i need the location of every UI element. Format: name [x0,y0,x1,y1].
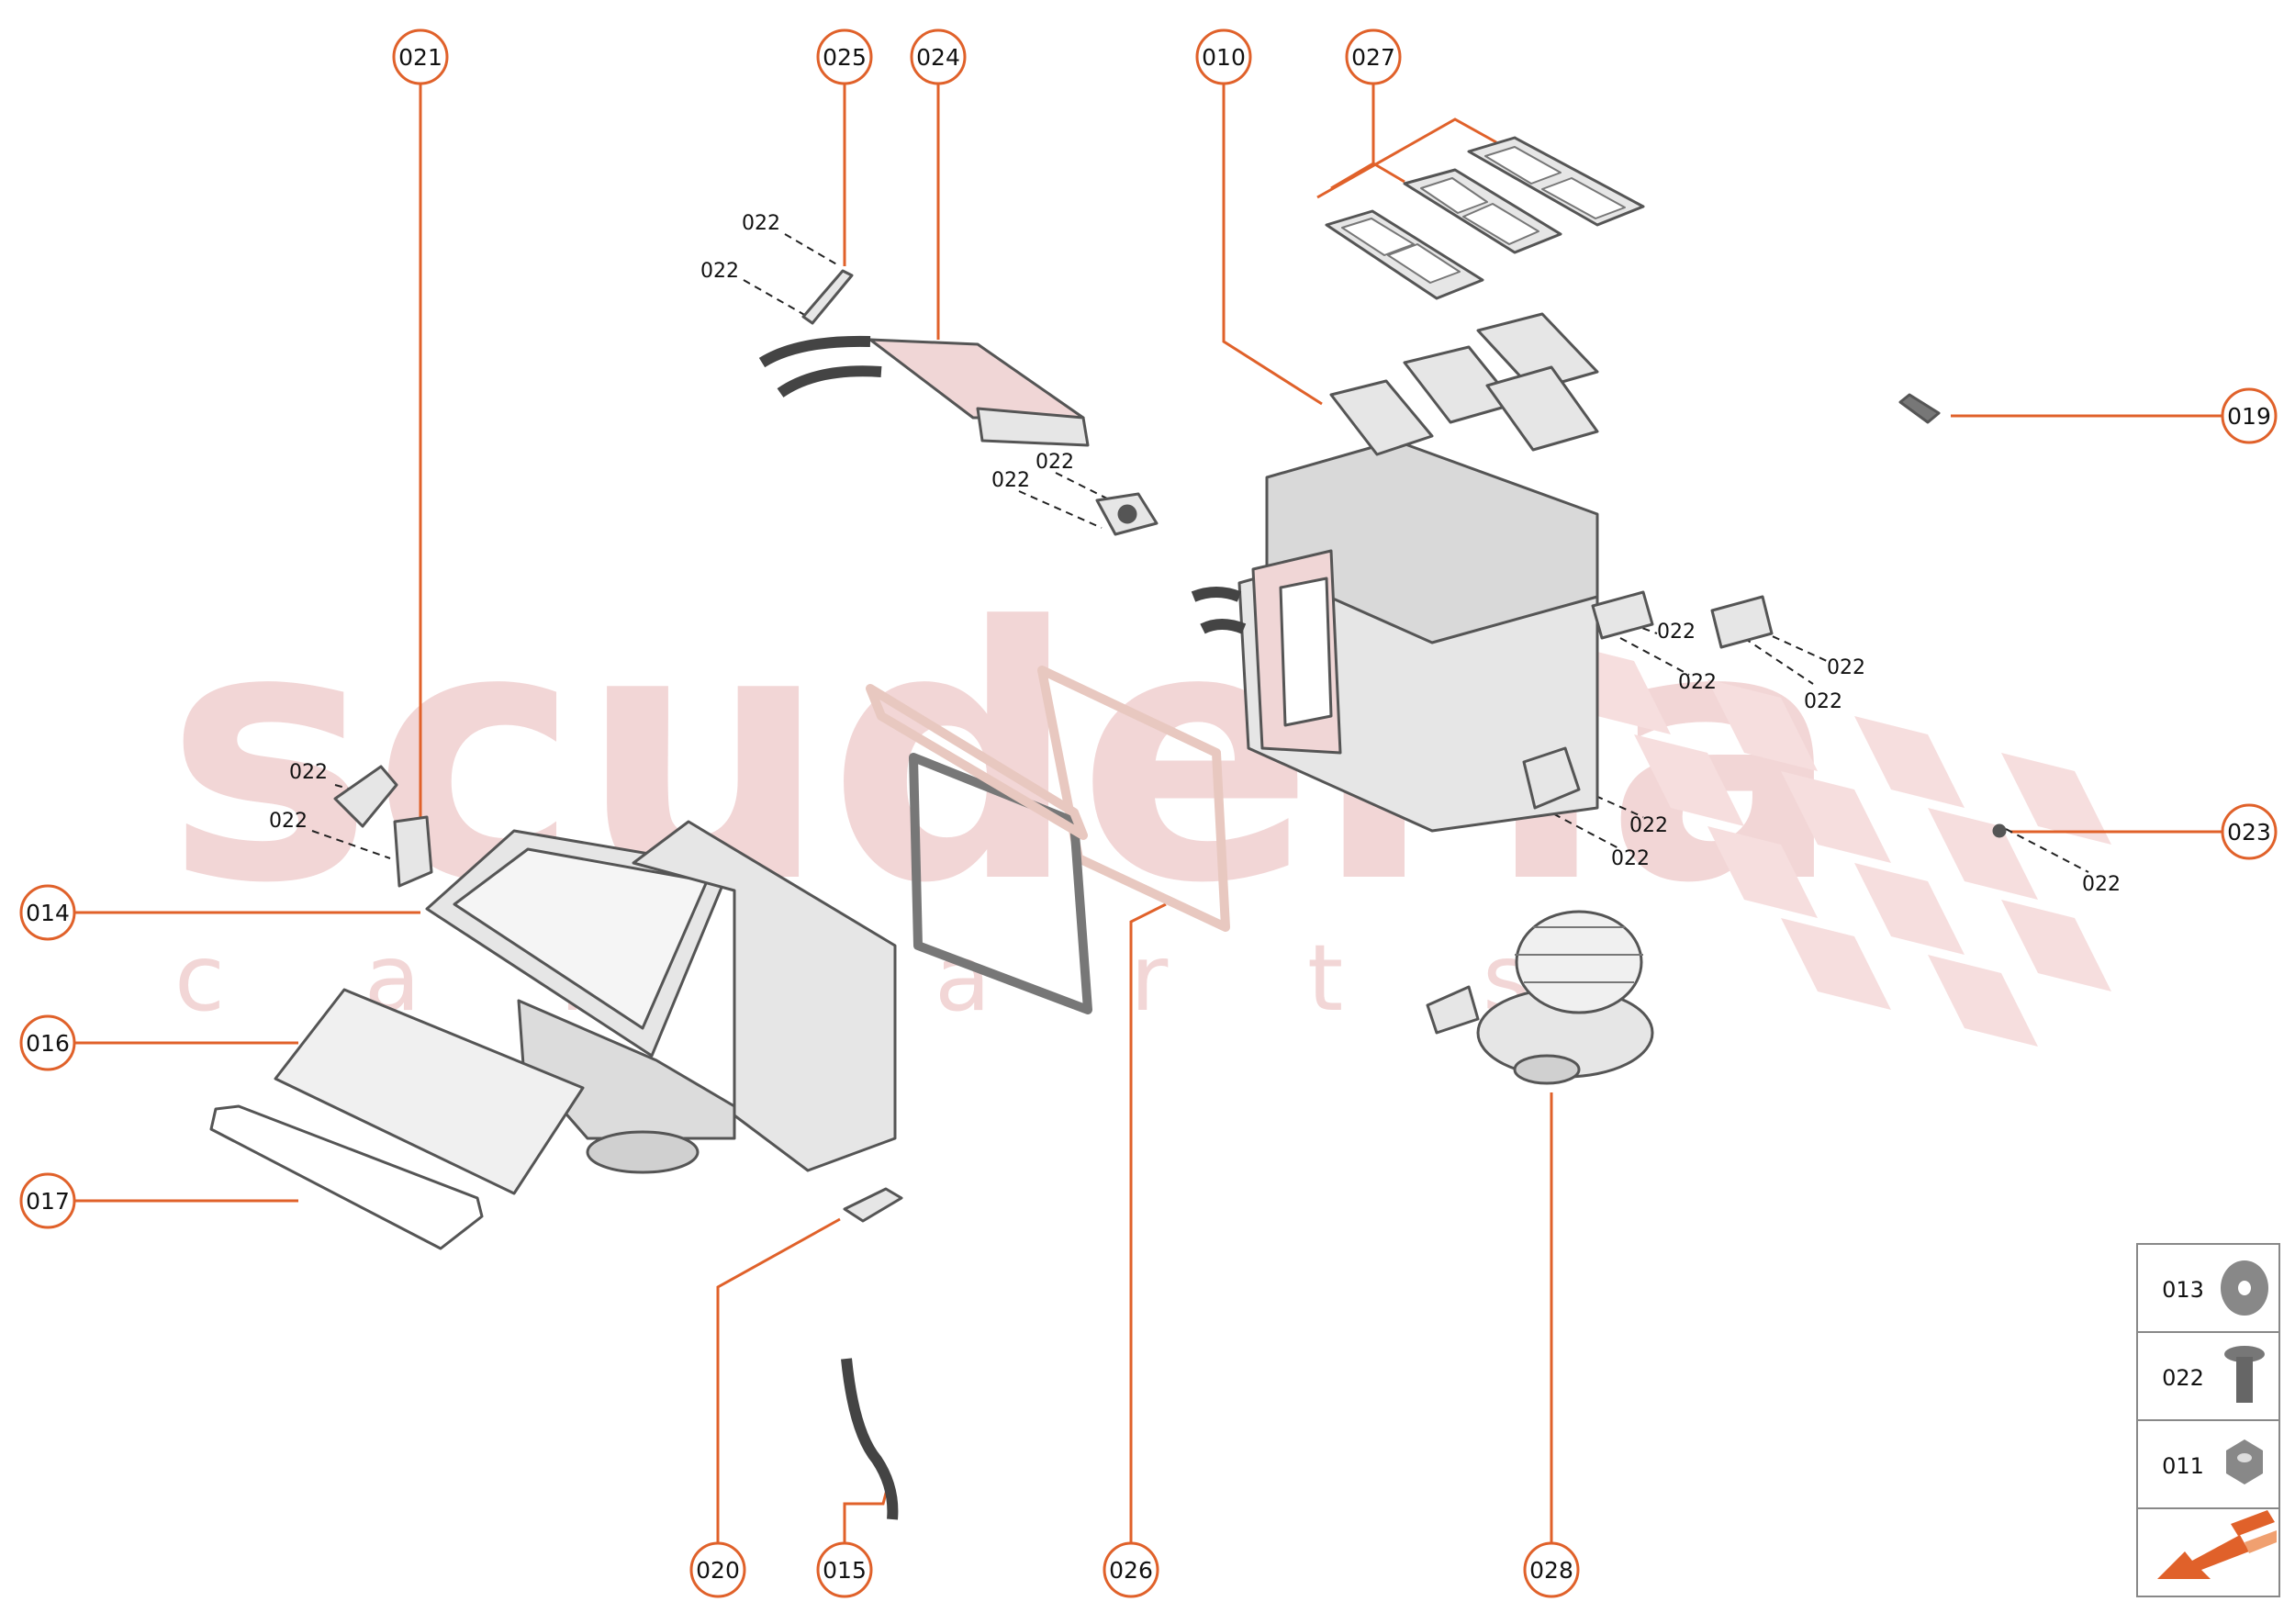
screw-label: 022 [269,810,308,833]
screw-label: 022 [1827,656,1865,679]
legend-row-022[interactable]: 022 [2162,1346,2265,1403]
clip-023 [1992,823,2007,838]
callout-026[interactable]: 026 [1103,1541,1159,1598]
filter-cover-017 [209,1104,484,1250]
legend-code: 011 [2162,1453,2204,1479]
svg-text:028: 028 [1529,1557,1573,1584]
legend-code: 022 [2162,1365,2204,1391]
heater-housing-010 [1191,312,1599,833]
parts [209,136,2007,1520]
callout-027[interactable]: 027 [1345,28,1402,85]
callout-024[interactable]: 024 [910,28,967,85]
screw-label: 022 [1629,814,1668,837]
screw-labels: 022 022 022 022 022 022 022 022 022 022 … [269,212,2121,896]
svg-text:025: 025 [823,44,867,71]
callout-016[interactable]: 016 [19,1014,76,1071]
svg-text:023: 023 [2227,819,2271,846]
callout-025[interactable]: 025 [816,28,873,85]
svg-text:026: 026 [1109,1557,1153,1584]
callout-020[interactable]: 020 [689,1541,746,1598]
svg-text:019: 019 [2227,403,2271,430]
svg-text:027: 027 [1351,44,1395,71]
svg-text:016: 016 [26,1030,70,1057]
actuators-021 [333,765,433,888]
screw-label: 022 [1804,690,1842,713]
screw-label: 022 [1036,451,1074,474]
drain-hose-015 [841,1358,899,1520]
bracket-020 [843,1187,903,1223]
screw-label: 022 [742,212,780,235]
svg-text:010: 010 [1202,44,1246,71]
blower-motor-028 [1426,910,1654,1085]
svg-text:017: 017 [26,1188,70,1215]
callout-021[interactable]: 021 [392,28,449,85]
gaskets-026 [866,666,1230,1014]
callout-014[interactable]: 014 [19,884,76,941]
legend-code: 013 [2162,1277,2204,1303]
fastener-legend: 013 022 011 [2136,1243,2280,1597]
sensor-019 [1898,393,1941,424]
seal-frames-027 [1325,136,1645,300]
screw-label: 022 [1678,671,1717,694]
svg-text:020: 020 [696,1557,740,1584]
callout-015[interactable]: 015 [816,1541,873,1598]
nut-icon [2226,1439,2263,1484]
screw-icon [2224,1346,2265,1403]
checkered-flag-watermark [1561,643,2111,1047]
bracket-025 [801,269,854,325]
washer-icon [2221,1260,2268,1316]
screw-label: 022 [289,761,328,784]
callouts: 021 025 024 010 027 019 023 014 016 017 … [19,28,2278,1598]
blower-housing-014 [425,820,897,1174]
screw-label: 022 [991,469,1030,492]
cabin-filter-016 [274,988,585,1195]
leader-lines [75,84,2222,1542]
svg-text:014: 014 [26,900,70,926]
watermark: scuderia c a r p a r t s [165,553,2111,1047]
screw-label: 022 [1611,847,1650,870]
direction-arrow-icon [2157,1510,2277,1579]
legend-row-013[interactable]: 013 [2162,1260,2268,1316]
legend-row-011[interactable]: 011 [2162,1439,2263,1484]
screw-label: 022 [2082,873,2121,896]
callout-019[interactable]: 019 [2221,387,2278,444]
actuator-upper [1095,492,1159,536]
screw-label: 022 [1657,621,1696,644]
svg-text:015: 015 [823,1557,867,1584]
callout-017[interactable]: 017 [19,1172,76,1229]
heater-core-024 [758,335,1090,447]
actuators-right [1522,590,1774,810]
callout-010[interactable]: 010 [1195,28,1252,85]
screw-label: 022 [700,260,739,283]
svg-text:021: 021 [398,44,442,71]
svg-text:024: 024 [916,44,960,71]
callout-023[interactable]: 023 [2221,803,2278,860]
callout-028[interactable]: 028 [1523,1541,1580,1598]
